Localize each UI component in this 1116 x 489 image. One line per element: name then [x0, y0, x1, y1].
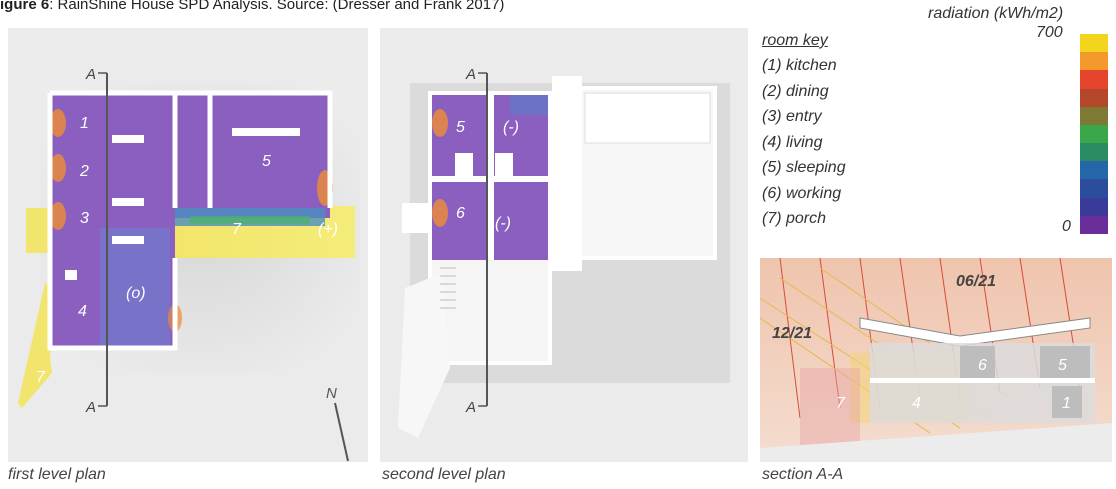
- room-key-item-2: (2) dining: [762, 83, 829, 100]
- floor-north: [175, 93, 330, 218]
- colorbar-swatch: [1080, 179, 1108, 199]
- first-plan-furniture: [65, 128, 300, 280]
- section-room-6: 6: [978, 357, 987, 374]
- section-marker-top-2: A: [465, 66, 476, 83]
- hotspot-sleeping-2: [432, 109, 448, 137]
- stairs-icon: [440, 267, 456, 309]
- room-label-2: 2: [79, 163, 89, 180]
- radiation-legend-title: radiation (kWh/m2): [928, 5, 1064, 22]
- room-label-5: 5: [262, 153, 271, 170]
- radiation-colorbar: [1080, 34, 1108, 235]
- figure-title-text: : RainShine House SPD Analysis. Source: …: [49, 0, 505, 13]
- blue-gradient-2: [510, 95, 548, 115]
- first-plan-walls: [47, 90, 333, 351]
- section-marker-top: A: [85, 66, 96, 83]
- caption-second-level: second level plan: [382, 466, 506, 483]
- roof-canopy: [584, 92, 711, 144]
- hotspot-entry: [50, 202, 66, 230]
- section-marker-bottom-2: A: [465, 399, 476, 416]
- caption-first-level: first level plan: [8, 466, 106, 483]
- porch-section: [800, 368, 860, 448]
- caption-section: section A-A: [762, 466, 844, 483]
- section-room-1: 1: [1062, 395, 1071, 412]
- second-plan-furniture: [432, 95, 548, 260]
- figure-number: igure 6: [0, 0, 50, 13]
- colorbar-swatch: [1080, 124, 1108, 144]
- hotspot-dining: [50, 154, 66, 182]
- section-room-5: 5: [1058, 357, 1067, 374]
- colorbar-swatch: [1080, 34, 1108, 53]
- room-label-4: 4: [78, 303, 87, 320]
- second-level-plan: A A 5 (-) 6 (-): [380, 28, 748, 462]
- room-6-block: [960, 346, 995, 378]
- roof-section: [859, 317, 1091, 347]
- figure-title: igure 6: RainShine House SPD Analysis. S…: [0, 0, 504, 13]
- ground: [760, 423, 1112, 462]
- room-key-item-4: (4) living: [762, 134, 823, 151]
- colorbar-swatch: [1080, 143, 1108, 162]
- zone-label-negative-a: (-): [503, 119, 519, 136]
- zone-label-neutral: (o): [126, 285, 146, 302]
- section-marker-bottom: A: [85, 399, 96, 416]
- colorbar-swatch: [1080, 52, 1108, 71]
- living-gradient: [100, 228, 170, 348]
- gradient-band-green: [190, 216, 310, 224]
- colorbar-swatch: [1080, 88, 1108, 108]
- room-key-item-7: (7) porch: [762, 210, 827, 227]
- room-key-item-1: (1) kitchen: [762, 57, 837, 74]
- room-key-item-3: (3) entry: [762, 108, 822, 125]
- north-arrow-icon: [334, 402, 349, 462]
- zone-label-negative-b: (-): [495, 215, 511, 232]
- section-diagram: 06/21 12/21 6 5 7 4 1: [760, 258, 1112, 462]
- room-key-item-5: (5) sleeping: [762, 159, 846, 176]
- room-5-block: [1040, 346, 1090, 378]
- room-key-title: room key: [762, 32, 828, 49]
- colorbar-swatch: [1080, 161, 1108, 180]
- room-key-item-6: (6) working: [762, 185, 842, 202]
- floor-slab: [870, 378, 1095, 383]
- room-label-7-sw: 7: [36, 369, 46, 386]
- room-label-3: 3: [80, 210, 89, 227]
- winter-solstice-label: 12/21: [772, 325, 812, 342]
- colorbar-swatch: [1080, 215, 1108, 235]
- first-level-plan: A A 1 2 3 4 5 7 7 (o) (+) N: [8, 28, 368, 462]
- room-label-6-second: 6: [456, 205, 465, 222]
- north-label: N: [326, 385, 337, 402]
- room-label-1: 1: [80, 115, 89, 132]
- radiation-legend-max: 700: [1036, 24, 1063, 41]
- porch-southwest: [18, 283, 55, 408]
- room-label-5-second: 5: [456, 119, 465, 136]
- chimney-wall: [552, 76, 582, 271]
- radiation-legend-min: 0: [1062, 218, 1071, 235]
- room-1-block: [1052, 386, 1082, 418]
- stair-landing: [402, 203, 432, 233]
- section-room-4: 4: [912, 395, 921, 412]
- colorbar-swatch: [1080, 70, 1108, 90]
- summer-solstice-label: 06/21: [956, 273, 996, 290]
- zone-label-positive: (+): [318, 221, 338, 238]
- colorbar-swatch: [1080, 197, 1108, 217]
- hotspot-working-2: [432, 199, 448, 227]
- ramp: [398, 273, 450, 438]
- section-room-7: 7: [836, 395, 846, 412]
- colorbar-swatch: [1080, 106, 1108, 126]
- room-label-7-porch: 7: [232, 221, 242, 238]
- hotspot-kitchen: [50, 109, 66, 137]
